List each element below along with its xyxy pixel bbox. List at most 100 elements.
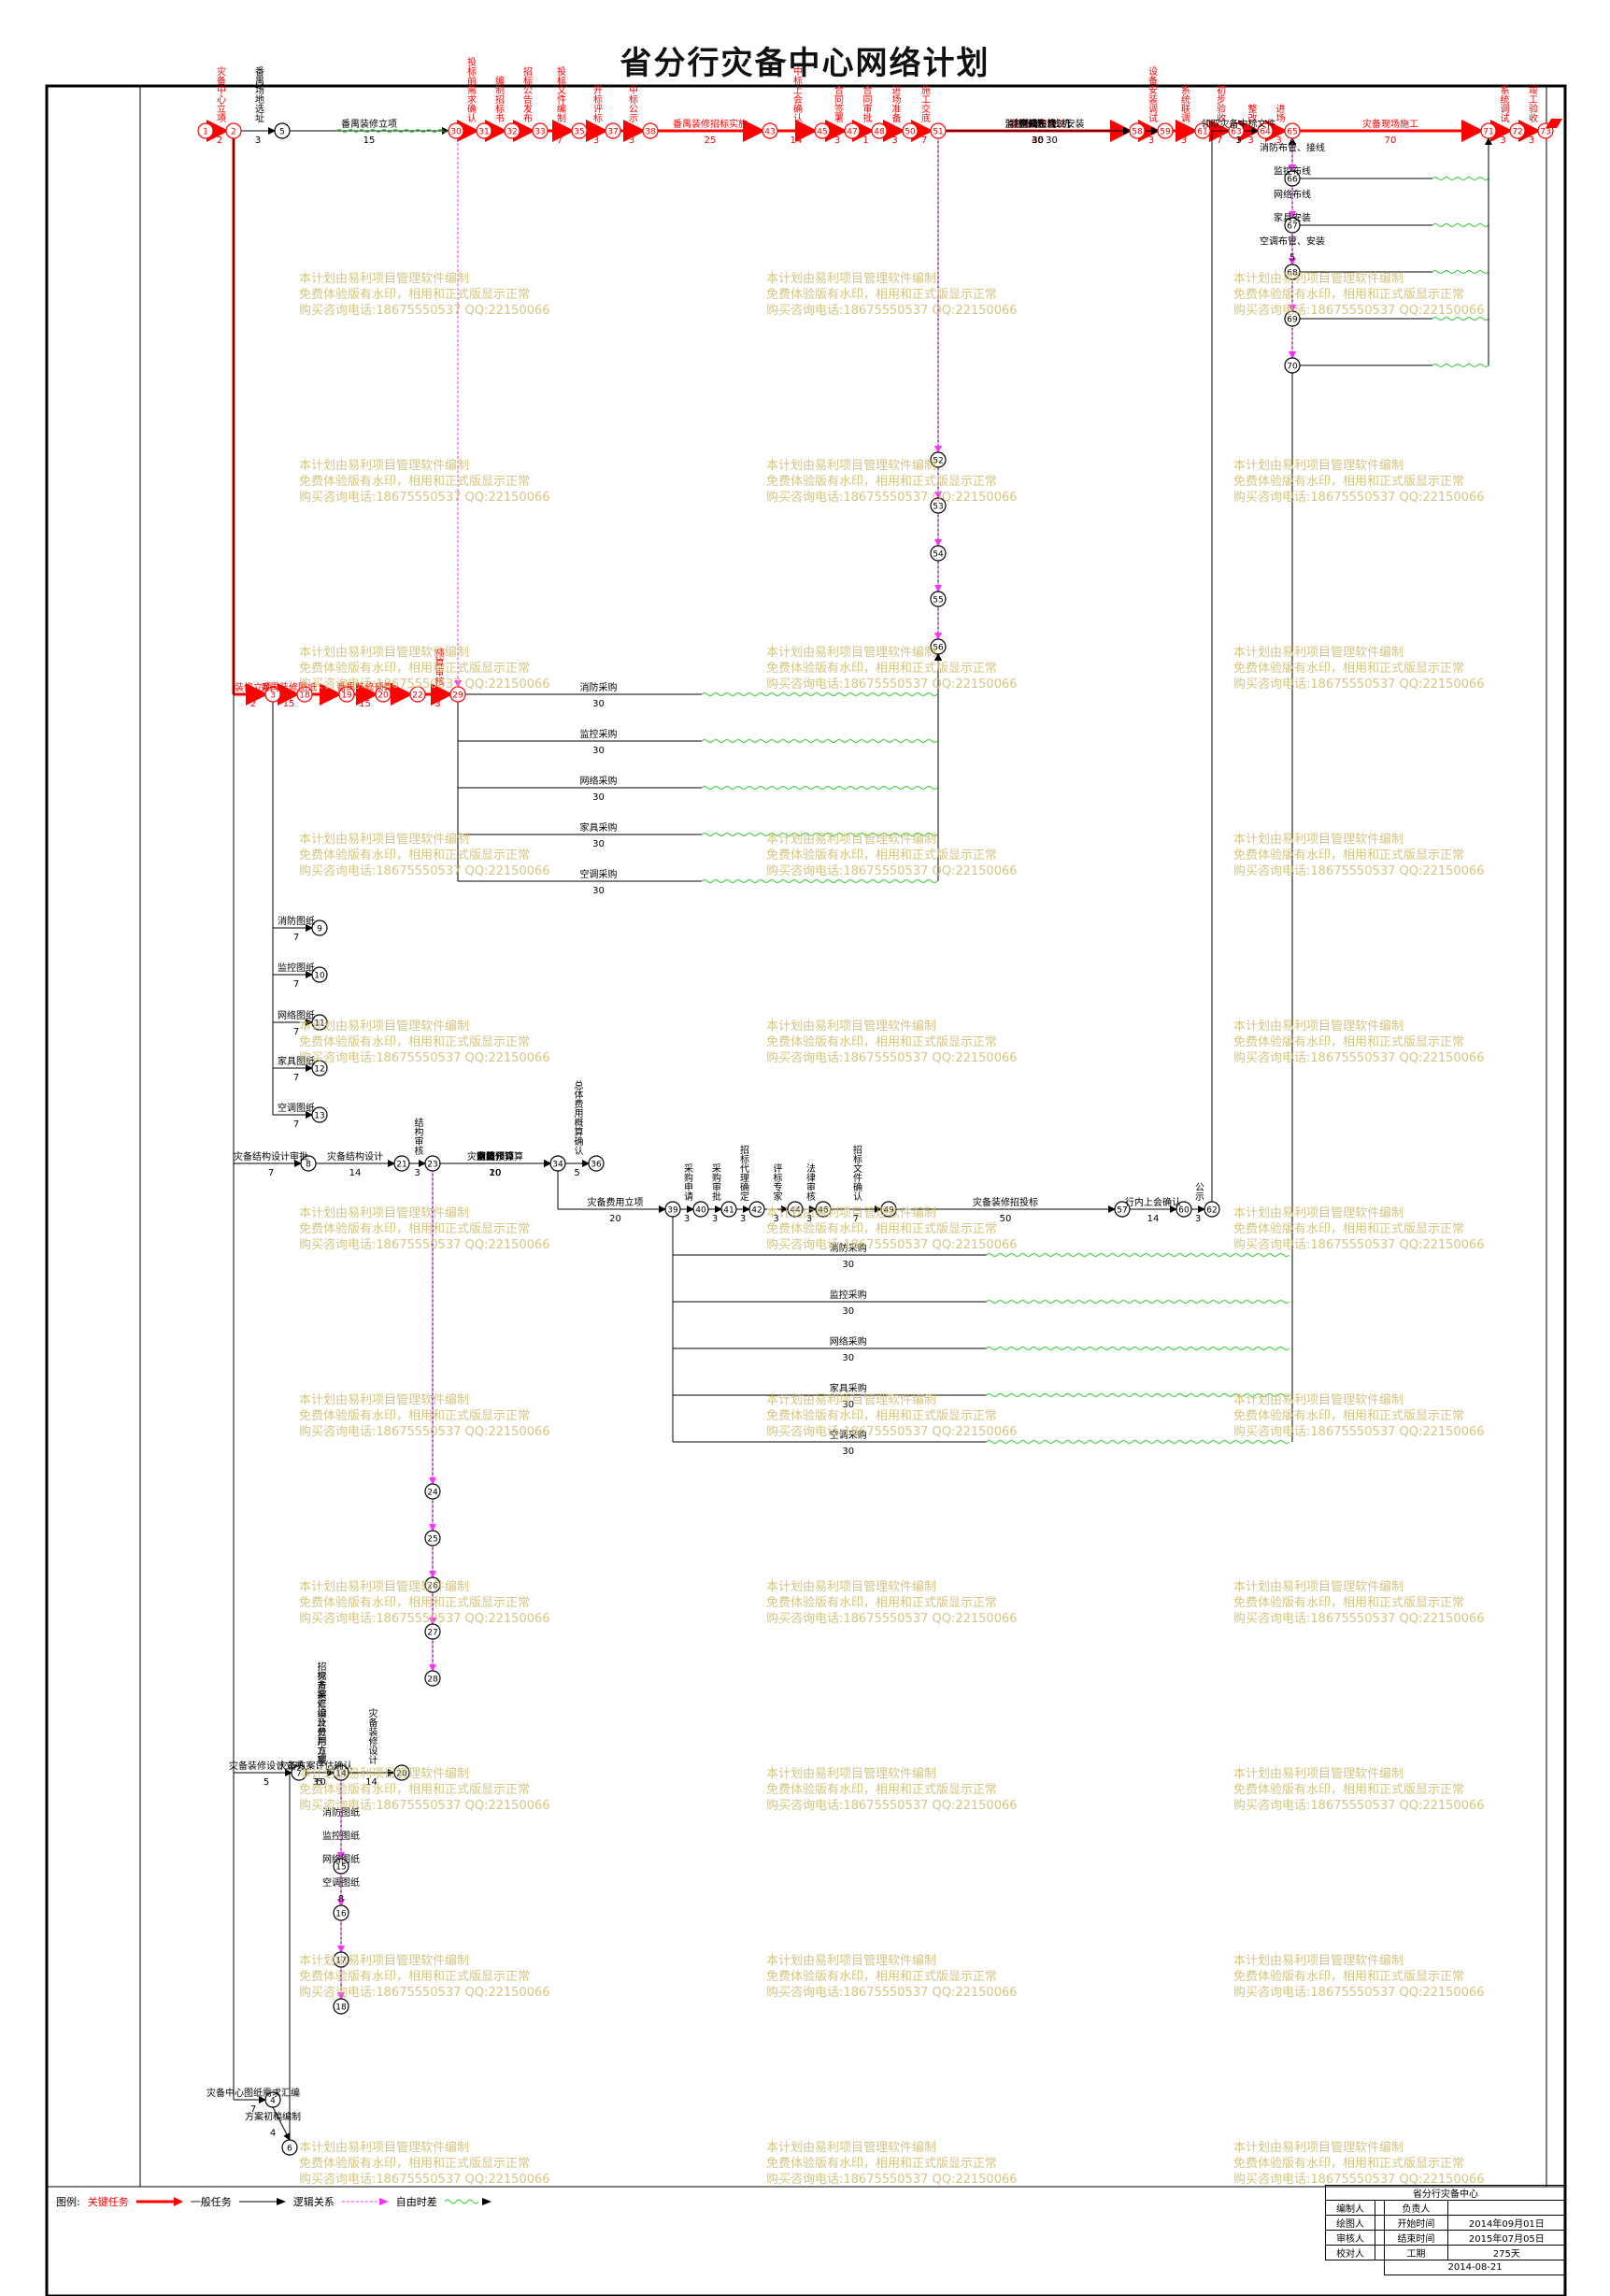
watermark-line: 免费体验版有水印，相用和正式版显示正常 xyxy=(766,2157,998,2171)
legend: 图例: 关键任务 一般任务 逻辑关系 自由时差 xyxy=(56,2194,492,2209)
task-duration: 3 xyxy=(414,1168,420,1178)
task-label-vertical: 招标代理确定 xyxy=(740,1144,749,1203)
event-node xyxy=(281,2139,298,2156)
watermark: 本计划由易利项目管理软件编制免费体验版有水印，相用和正式版显示正常购买咨询电话:… xyxy=(299,1766,550,1814)
task-duration: 30 xyxy=(842,1260,854,1270)
event-node xyxy=(264,686,281,703)
event-node xyxy=(311,1106,328,1123)
task-label: 灾备中心图纸需求汇编 xyxy=(207,2087,300,2099)
task-label: 消防图纸 xyxy=(278,915,315,927)
watermark: 本计划由易利项目管理软件编制免费体验版有水印，相用和正式版显示正常购买咨询电话:… xyxy=(766,1019,1018,1066)
info-cell: 绘图人 xyxy=(1324,2215,1376,2231)
task-label: 灾备装修预算 xyxy=(467,1150,523,1162)
watermark-line: 本计划由易利项目管理软件编制 xyxy=(766,2141,937,2155)
event-node xyxy=(787,1201,804,1218)
event-node-label: 35 xyxy=(574,128,584,137)
watermark-line: 免费体验版有水印，相用和正式版显示正常 xyxy=(1233,475,1465,489)
task-label: 灾备结构设计 xyxy=(327,1150,383,1162)
task-label-vertical: 评标专家 xyxy=(774,1163,783,1203)
event-node-label: 70 xyxy=(1287,363,1298,372)
task-duration: 3 xyxy=(1247,135,1253,146)
watermark-line: 购买咨询电话:18675550537 QQ:22150066 xyxy=(766,1986,1018,2000)
event-node xyxy=(424,1623,441,1640)
watermark-line: 本计划由易利项目管理软件编制 xyxy=(766,646,937,660)
legend-free-label: 自由时差 xyxy=(395,2196,437,2208)
watermark-line: 购买咨询电话:18675550537 QQ:22150066 xyxy=(299,1425,550,1439)
watermark-line: 本计划由易利项目管理软件编制 xyxy=(1233,646,1404,660)
task-label: 网络图纸 xyxy=(278,1009,315,1021)
info-cell: 审核人 xyxy=(1324,2230,1376,2246)
event-node-label: 66 xyxy=(1287,176,1298,185)
free-float-icon xyxy=(444,2198,492,2205)
info-table-title: 省分行灾备中心 xyxy=(1325,2185,1566,2201)
task-label: 番禺装修立项 xyxy=(341,118,397,130)
end-flag-icon xyxy=(1546,119,1562,128)
event-node xyxy=(300,1155,317,1172)
event-node-label: 36 xyxy=(591,1161,602,1170)
task-duration: 7 xyxy=(921,135,927,146)
event-node-label: 38 xyxy=(645,128,656,137)
watermark-line: 免费体验版有水印，相用和正式版显示正常 xyxy=(1233,1596,1465,1610)
event-node xyxy=(930,545,947,562)
task-duration: 5 xyxy=(1289,253,1295,264)
event-node xyxy=(748,1201,765,1218)
watermark-line: 购买咨询电话:18675550537 QQ:22150066 xyxy=(299,1051,550,1065)
event-node-label: 60 xyxy=(1178,1206,1190,1216)
watermark: 本计划由易利项目管理软件编制免费体验版有水印，相用和正式版显示正常购买咨询电话:… xyxy=(1233,1392,1485,1440)
event-node-label: 16 xyxy=(335,1910,347,1919)
watermark-line: 购买咨询电话:18675550537 QQ:22150066 xyxy=(1233,2173,1485,2187)
task-duration: 30 xyxy=(1032,135,1044,146)
task-duration: 3 xyxy=(891,135,897,146)
event-node-label: 68 xyxy=(1287,269,1298,278)
event-node xyxy=(264,2091,281,2108)
task-duration: 14 xyxy=(349,1168,362,1178)
event-node xyxy=(1157,122,1174,139)
watermark-line: 购买咨询电话:18675550537 QQ:22150066 xyxy=(299,864,550,878)
watermark-line: 本计划由易利项目管理软件编制 xyxy=(1233,2141,1404,2155)
event-node xyxy=(815,1201,832,1218)
free-float-line xyxy=(986,1347,1289,1350)
event-node xyxy=(588,1155,605,1172)
info-cell: 结束时间 xyxy=(1384,2230,1448,2246)
event-node-label: 43 xyxy=(764,128,775,137)
event-node xyxy=(1284,310,1301,327)
watermark: 本计划由易利项目管理软件编制免费体验版有水印，相用和正式版显示正常购买咨询电话:… xyxy=(766,832,1018,879)
watermark-line: 本计划由易利项目管理软件编制 xyxy=(299,1580,470,1594)
event-node xyxy=(449,686,466,703)
task-label: 网络布线 xyxy=(1274,189,1311,201)
watermark-line: 购买咨询电话:18675550537 QQ:22150066 xyxy=(1233,1051,1485,1065)
watermark: 本计划由易利项目管理软件编制免费体验版有水印，相用和正式版显示正常购买咨询电话:… xyxy=(1233,832,1485,879)
task-duration: 50 xyxy=(1000,1214,1012,1224)
watermark: 本计划由易利项目管理软件编制免费体验版有水印，相用和正式版显示正常购买咨询电话:… xyxy=(766,1205,1018,1253)
watermark-line: 购买咨询电话:18675550537 QQ:22150066 xyxy=(766,864,1018,878)
watermark: 本计划由易利项目管理软件编制免费体验版有水印，相用和正式版显示正常购买咨询电话:… xyxy=(766,1766,1018,1814)
event-node-label: 73 xyxy=(1540,128,1550,137)
task-duration: 45 xyxy=(1032,135,1044,146)
task-label: 装修立项 xyxy=(235,681,272,693)
watermark-line: 本计划由易利项目管理软件编制 xyxy=(1233,1767,1404,1781)
task-label-vertical: 采购申请 xyxy=(684,1163,693,1203)
task-label: 监控图纸 xyxy=(322,1830,360,1842)
task-duration: 3 xyxy=(740,1214,746,1224)
free-float-line xyxy=(986,1440,1289,1444)
task-label-vertical: 进场准备 xyxy=(892,85,902,124)
watermark-line: 免费体验版有水印，相用和正式版显示正常 xyxy=(299,1970,531,1984)
event-node xyxy=(930,497,947,514)
event-node-label: 13 xyxy=(314,1112,324,1121)
task-label-vertical: 灾备中心立项 xyxy=(217,65,226,124)
free-float-line xyxy=(986,1393,1289,1397)
watermark-line: 本计划由易利项目管理软件编制 xyxy=(1233,1393,1404,1407)
watermark-line: 免费体验版有水印，相用和正式版显示正常 xyxy=(299,2157,531,2171)
task-label: 网络采购 xyxy=(830,1335,867,1348)
event-node-label: 21 xyxy=(396,1161,406,1170)
task-label-vertical: 结构审核 xyxy=(415,1117,424,1157)
task-duration: 3 xyxy=(629,135,634,146)
task-duration: 3 xyxy=(1500,135,1505,146)
task-label: 空调图纸 xyxy=(322,1876,360,1889)
watermark-line: 免费体验版有水印，相用和正式版显示正常 xyxy=(299,1035,531,1049)
task-label-vertical: 预算审核 xyxy=(435,649,445,688)
event-node xyxy=(476,122,492,139)
event-node-label: 1 xyxy=(203,128,208,137)
event-node xyxy=(338,686,355,703)
event-node-label: 23 xyxy=(427,1161,437,1170)
